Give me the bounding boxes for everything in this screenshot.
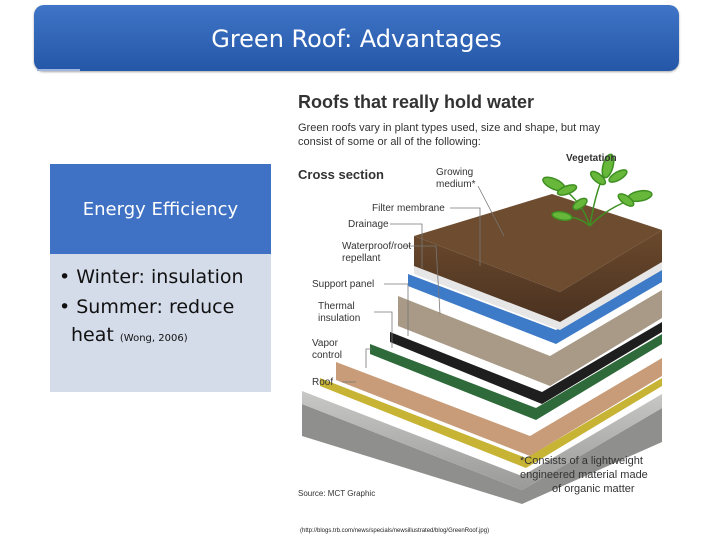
label-drainage: Drainage	[348, 219, 389, 230]
slide-title: Green Roof: Advantages	[211, 25, 502, 53]
label-growing-medium-2: medium*	[436, 179, 476, 190]
citation: (Wong, 2006)	[119, 333, 188, 344]
footnote-line1: *Consists of a lightweight	[520, 455, 643, 467]
figure-intro-line1: Green roofs vary in plant types used, si…	[298, 122, 601, 134]
growing-medium-top	[414, 194, 662, 292]
label-support-panel: Support panel	[312, 279, 374, 290]
label-thermal-2: insulation	[318, 313, 360, 324]
cross-section-label: Cross section	[298, 167, 384, 182]
roof-deck-side	[302, 404, 662, 504]
label-vegetation: Vegetation	[566, 153, 617, 164]
vapor-control-layer	[336, 358, 662, 456]
gravel-layer	[398, 290, 662, 386]
figure-source: Source: MCT Graphic	[298, 489, 375, 498]
bullet-winter: • Winter: insulation	[59, 266, 244, 288]
bullet-heat-text: heat	[71, 324, 114, 346]
roof-deck-top	[302, 391, 662, 490]
support-panel-layer	[390, 322, 662, 404]
panel-heading-box: Energy Efficiency	[50, 164, 271, 254]
panel-body: • Winter: insulation • Summer: reduce he…	[50, 254, 271, 392]
label-waterproof-2: repellant	[342, 253, 381, 264]
footnote-line3: of organic matter	[552, 483, 635, 495]
label-waterproof-1: Waterproof/root	[342, 241, 411, 252]
vegetation-fern	[542, 153, 653, 227]
label-filter-membrane: Filter membrane	[372, 203, 445, 214]
label-vapor-2: control	[312, 350, 342, 361]
bullet-summer: • Summer: reduce	[59, 296, 235, 318]
roof-layers	[302, 194, 662, 504]
label-vapor-1: Vapor	[312, 338, 339, 349]
title-banner: Green Roof: Advantages	[34, 5, 679, 71]
footnote-line2: engineered material made	[520, 469, 648, 481]
growing-medium-side	[414, 230, 662, 322]
filter-membrane-layer	[414, 262, 662, 330]
green-roof-figure: Roofs that really hold water Green roofs…	[290, 86, 670, 504]
drainage-mesh-layer	[408, 270, 662, 344]
panel-heading: Energy Efficiency	[82, 199, 239, 220]
leader-lines	[342, 158, 607, 383]
thermal-layer	[370, 334, 662, 420]
title-underline	[37, 69, 80, 71]
figure-intro-line2: consist of some or all of the following:	[298, 136, 481, 148]
label-thermal-1: Thermal	[318, 301, 355, 312]
roof-membrane	[320, 378, 662, 468]
image-credit: (http://blogs.trb.com/news/specials/news…	[300, 528, 490, 534]
figure-headline: Roofs that really hold water	[298, 92, 534, 112]
bullet-heat: heat (Wong, 2006)	[71, 324, 188, 346]
label-growing-medium-1: Growing	[436, 167, 473, 178]
label-roof: Roof	[312, 377, 333, 388]
